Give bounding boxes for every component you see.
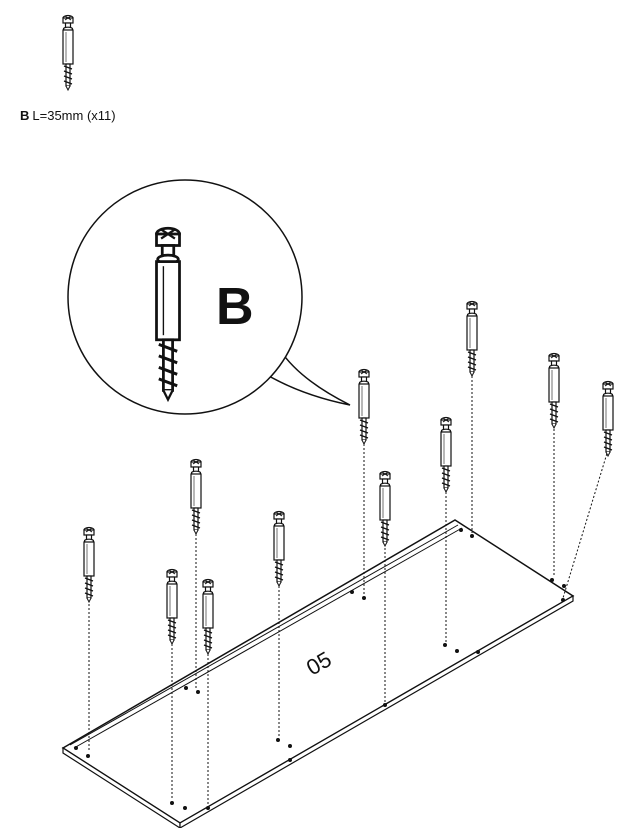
bolt-9-icon xyxy=(466,300,478,377)
part-spec: L=35mm (x11) xyxy=(32,108,116,123)
guide-lines xyxy=(88,368,609,805)
bolt-4-icon xyxy=(202,578,214,655)
legend-bolt-icon xyxy=(62,14,74,91)
bolt-2-icon xyxy=(166,568,178,645)
bolt-8-icon xyxy=(440,416,452,493)
callout-magnifier xyxy=(67,179,351,415)
bolt-5-icon xyxy=(273,510,285,587)
bolt-1-icon xyxy=(83,526,95,603)
bolt-6-icon xyxy=(358,368,370,445)
part-letter: B xyxy=(20,108,30,123)
panel-board xyxy=(61,519,575,828)
bolt-7-icon xyxy=(379,470,391,547)
bolt-10-icon xyxy=(548,352,560,429)
bolt-11-icon xyxy=(602,380,614,457)
bolt-3-icon xyxy=(190,458,202,535)
callout-letter: B xyxy=(216,278,254,336)
